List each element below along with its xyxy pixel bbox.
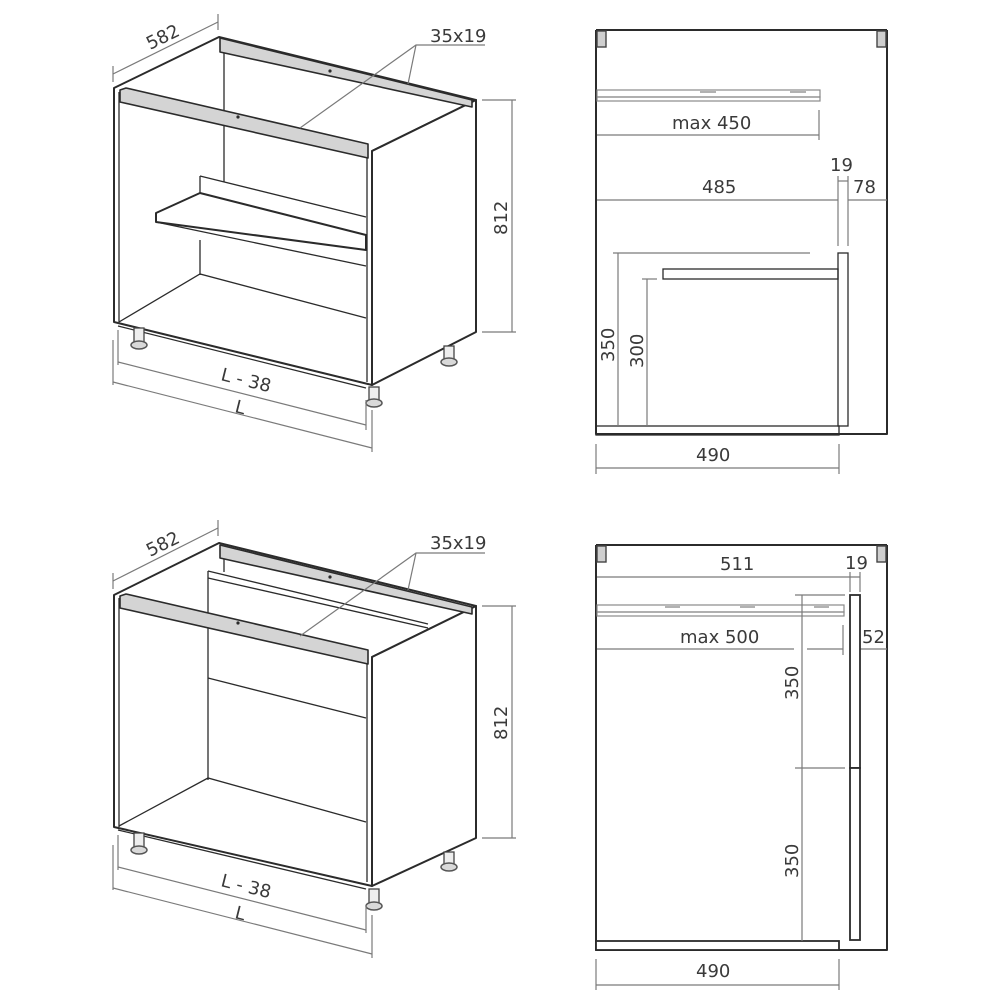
inner-width-label: L - 38 — [219, 364, 273, 397]
base-depth-label: 490 — [696, 961, 730, 982]
outer-width-label: L — [233, 396, 248, 419]
outer-height-label: 350 — [598, 328, 619, 362]
inner-height-label: 300 — [627, 334, 648, 368]
isometric-cabinet-drawers: 582 35x19 812 — [112, 520, 516, 958]
rail-section-label: 35x19 — [430, 533, 486, 554]
leg-icon — [130, 832, 458, 911]
section-cabinet-shelf: max 450 485 19 78 350 300 490 — [595, 29, 888, 474]
lower-front-height-label: 350 — [782, 844, 803, 878]
front-offset-label: 78 — [853, 177, 876, 198]
base-depth-label: 490 — [696, 445, 730, 466]
rail-section-label: 35x19 — [430, 26, 486, 47]
drawer-slide-icon — [596, 604, 845, 617]
rail-max-label: max 500 — [680, 627, 759, 648]
front-offset-label: 52 — [862, 627, 885, 648]
upper-front-height-label: 350 — [782, 666, 803, 700]
height-label: 812 — [491, 201, 512, 235]
front-thickness-label: 19 — [830, 155, 853, 176]
height-label: 812 — [491, 706, 512, 740]
isometric-cabinet-shelf: 582 35x19 812 — [112, 14, 516, 452]
outer-width-label: L — [233, 902, 248, 925]
inner-depth-label: 485 — [702, 177, 736, 198]
top-depth-label: 511 — [720, 554, 754, 575]
leg-icon — [130, 327, 458, 408]
drawer-slide-icon — [596, 89, 821, 102]
rail-max-label: max 450 — [672, 113, 751, 134]
inner-width-label: L - 38 — [219, 870, 273, 903]
front-thickness-label: 19 — [845, 553, 868, 574]
section-cabinet-drawers: 511 19 max 500 52 350 350 — [595, 544, 888, 990]
